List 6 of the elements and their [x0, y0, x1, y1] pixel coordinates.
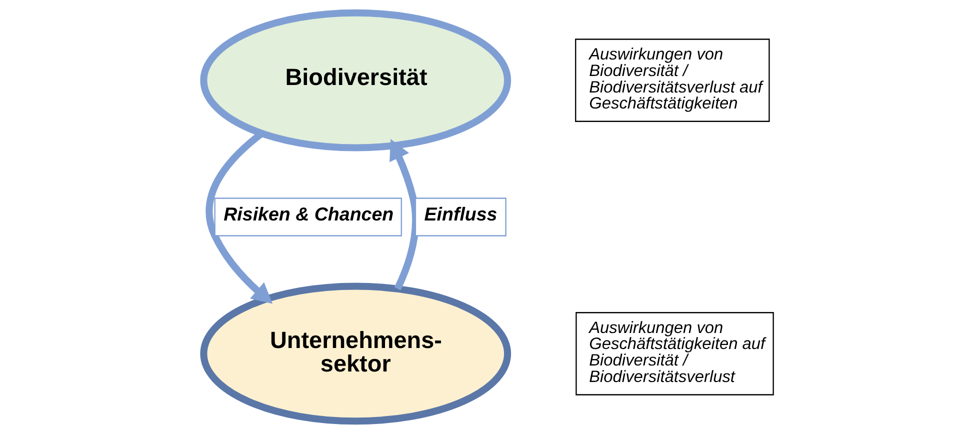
node-ellipse: Biodiversität — [200, 9, 512, 152]
arrow — [390, 139, 420, 290]
node-box: Auswirkungen von Biodiversität / Biodiversitätsverlust auf Geschäftstätigkeiten — [575, 38, 770, 122]
edge-label: Risiken & Chancen — [224, 203, 394, 224]
node-box: Auswirkungen von Geschäftstätigkeiten auf Biodiversität / Biodiversitätsverlust — [576, 312, 774, 396]
edge-label: Einfluss — [424, 203, 498, 224]
